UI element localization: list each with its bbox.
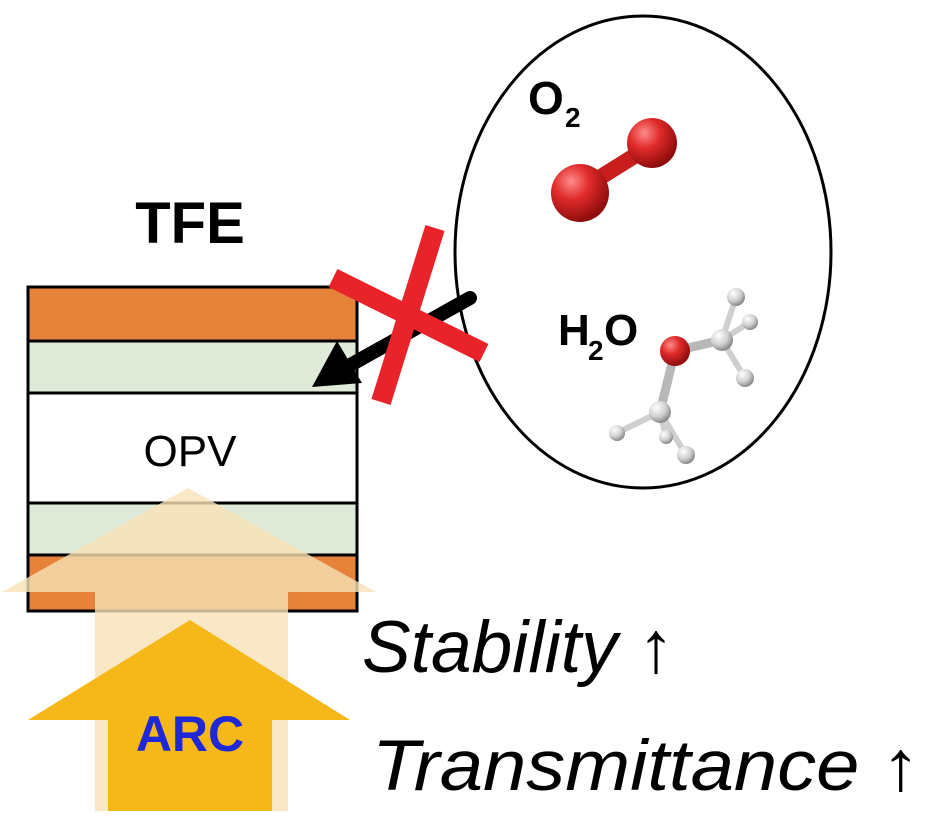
h2o-label-sub: 2 (588, 335, 604, 366)
water-molecule-icon (609, 288, 758, 464)
opv-layer (26, 391, 359, 505)
tfe-top-layer (26, 285, 359, 343)
o2-label-main: O (528, 72, 564, 124)
arc-arrow (28, 620, 350, 811)
stability-label: Stability ↑ (362, 607, 674, 688)
interlayer-top (26, 339, 359, 395)
block-cross-icon (328, 225, 489, 405)
opv-label: OPV (144, 427, 238, 476)
h2o-label-h: H (558, 306, 590, 355)
o2-label: O 2 (528, 72, 581, 133)
h2o-label-o: O (604, 306, 638, 355)
h2o-label: H 2 O (558, 306, 638, 366)
transmittance-label: Transmittance ↑ (372, 727, 920, 806)
arc-label: ARC (136, 706, 244, 762)
tfe-label: TFE (135, 191, 245, 256)
o2-label-sub: 2 (565, 102, 581, 133)
oxygen-molecule-icon (551, 118, 677, 222)
